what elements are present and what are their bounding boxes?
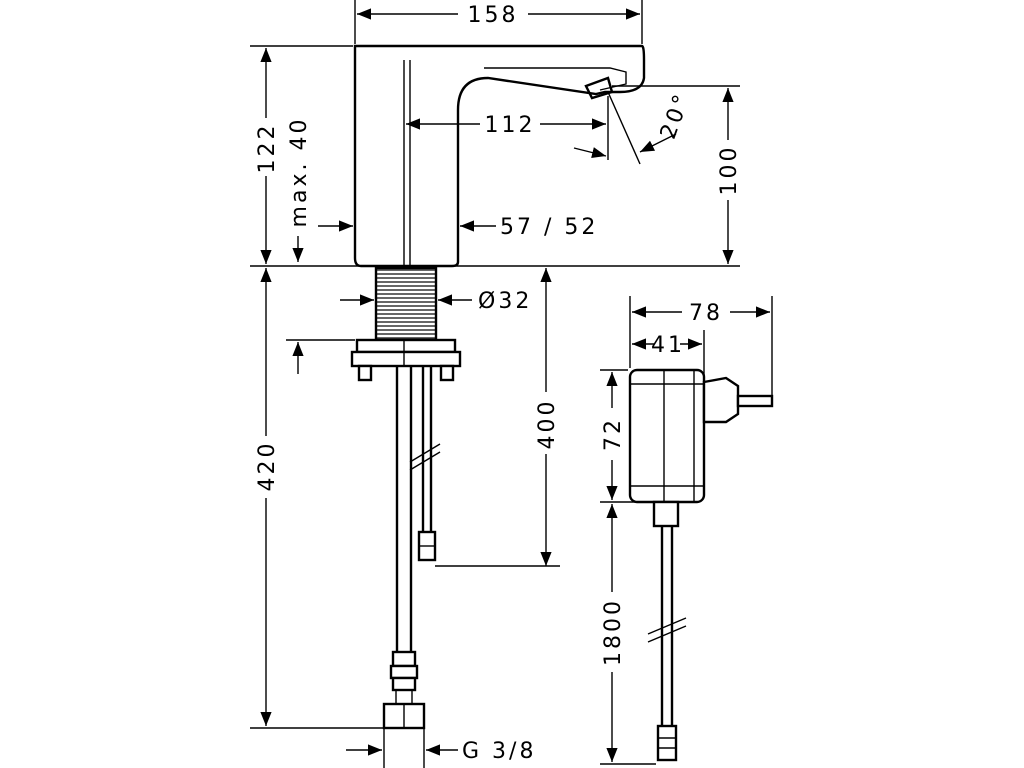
supply-hose <box>382 366 441 730</box>
dim-psu-height: 72 <box>601 417 626 451</box>
dim-psu-body-width: 41 <box>651 333 685 358</box>
dimension-lines <box>250 0 773 768</box>
dim-shank-diameter: Ø32 <box>478 289 532 314</box>
dim-body-width: 57 / 52 <box>500 215 598 240</box>
dim-total-height: 122 <box>255 123 280 174</box>
power-supply <box>628 368 774 762</box>
dim-psu-width: 78 <box>689 301 723 326</box>
dim-spout-height: 100 <box>717 145 742 196</box>
dim-thread: G 3/8 <box>462 739 536 764</box>
mounting-plate <box>350 338 462 382</box>
threaded-shank <box>374 266 438 342</box>
dim-spray-angle: 20° <box>656 89 696 143</box>
dim-shank-length: 400 <box>535 399 560 450</box>
dim-psu-cable: 1800 <box>601 598 626 666</box>
dim-hose-length: 420 <box>255 441 280 492</box>
sensor-cable <box>417 366 437 562</box>
dim-spout-reach: 112 <box>485 113 536 138</box>
dim-max-deck: max. 40 <box>287 117 312 228</box>
dim-top-width: 158 <box>468 3 519 28</box>
